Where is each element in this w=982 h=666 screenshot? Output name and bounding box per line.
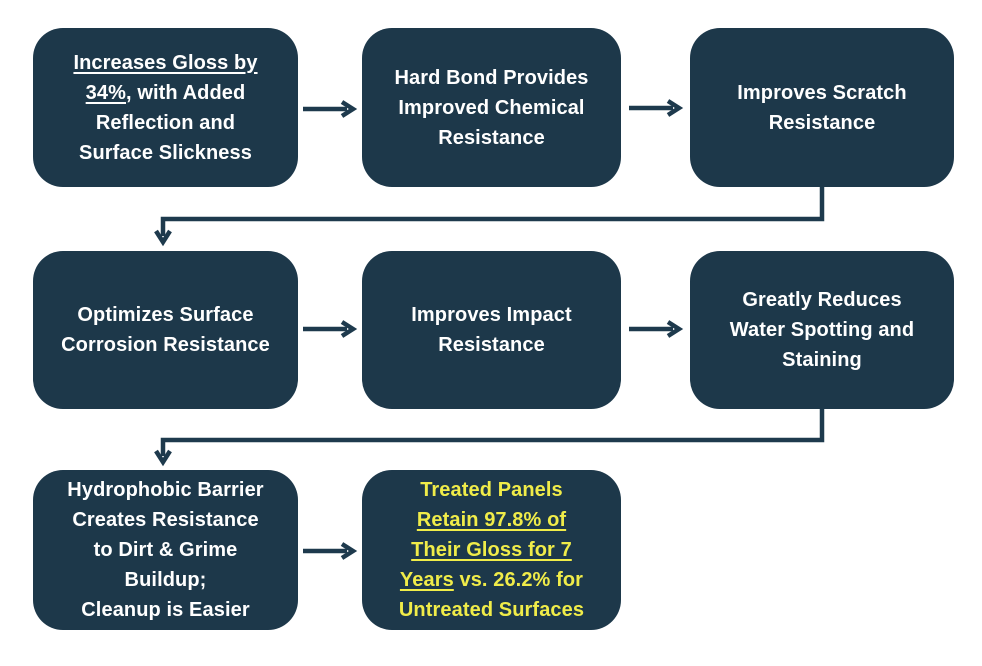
flow-box-text-line: Resistance xyxy=(438,334,545,356)
flow-box-text-line: Buildup; xyxy=(124,569,207,591)
elbow-waterspotting-to-hydrophobic xyxy=(154,409,825,467)
flow-box-text-line: Treated Panels xyxy=(420,479,563,501)
flow-box-text-line: Optimizes Surface xyxy=(77,304,254,326)
flow-box-text-line: Increases Gloss by xyxy=(73,51,258,74)
flow-box-text-line: Water Spotting and xyxy=(729,319,915,341)
flow-box-text-line: 34%, with Added xyxy=(85,81,246,104)
flow-box-text-line: Greatly Reduces xyxy=(742,289,902,311)
flow-box-text-line: Retain 97.8% of xyxy=(416,509,567,531)
flow-box-text-line: Resistance xyxy=(438,126,545,149)
flow-box-text-line: Resistance xyxy=(768,111,876,134)
elbow-scratch-to-corrosion xyxy=(154,187,825,247)
flow-box-text-line: Hard Bond Provides xyxy=(394,66,589,89)
flow-box-text-line: Surface Slickness xyxy=(79,141,252,164)
flow-box-text-line: Corrosion Resistance xyxy=(61,334,270,356)
flow-box-text-line: Years vs. 26.2% for xyxy=(399,569,584,591)
flow-box-text-line: Cleanup is Easier xyxy=(81,599,250,621)
flow-box-text-line: Their Gloss for 7 xyxy=(411,539,572,561)
flow-box-text-line: Creates Resistance xyxy=(72,509,259,531)
flow-box-text-line: Staining xyxy=(782,349,862,371)
flow-box-text-line: Hydrophobic Barrier xyxy=(67,479,264,501)
flow-box-text-line: to Dirt & Grime xyxy=(93,539,238,561)
flow-box-text-line: Improves Impact xyxy=(411,304,572,326)
flow-box-text-line: Reflection and xyxy=(95,111,236,134)
flow-box-text-line: Improved Chemical xyxy=(398,96,585,119)
flow-box-text-line: Untreated Surfaces xyxy=(398,599,585,621)
flow-box-text-line: Improves Scratch xyxy=(737,81,907,104)
